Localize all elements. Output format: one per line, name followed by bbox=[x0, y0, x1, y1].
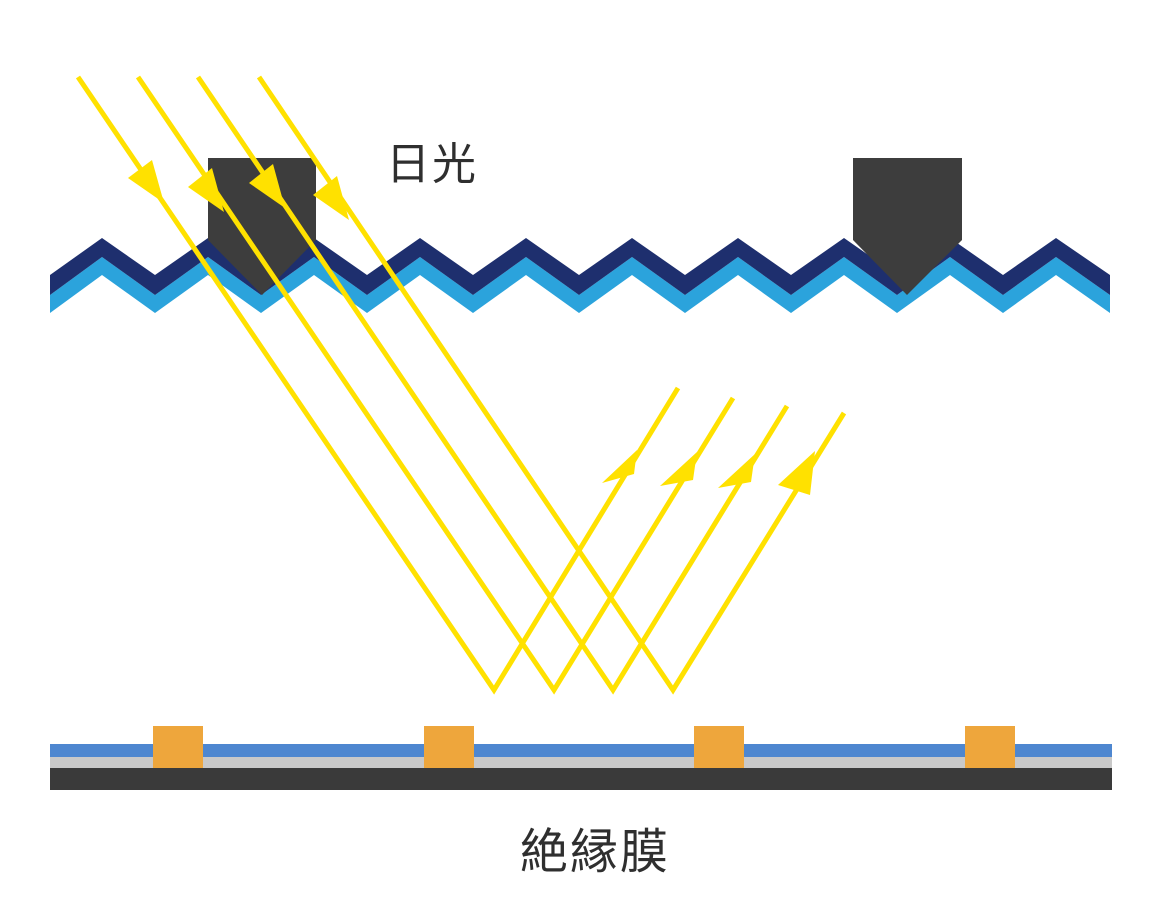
insulating-film-label: 絶縁膜 bbox=[520, 824, 671, 880]
arrowhead-up bbox=[778, 451, 815, 495]
arrowhead-down bbox=[313, 176, 349, 220]
rear-contact bbox=[965, 726, 1015, 768]
sunlight-label: 日光 bbox=[386, 139, 478, 190]
front-electrodes bbox=[208, 158, 962, 295]
light-ray bbox=[195, 75, 790, 695]
light-ray bbox=[75, 75, 681, 695]
light-rays bbox=[75, 75, 847, 695]
rear-base-layer bbox=[50, 768, 1112, 790]
rear-gray-layer bbox=[50, 757, 1112, 768]
arrowhead-down bbox=[128, 160, 164, 203]
front-electrode-left bbox=[208, 158, 316, 295]
light-ray bbox=[256, 75, 847, 695]
rear-blue-layer bbox=[50, 744, 1112, 757]
texture-bottom-band bbox=[50, 257, 1110, 313]
arrowhead-down bbox=[188, 168, 224, 212]
rear-contact bbox=[424, 726, 474, 768]
arrowhead-up bbox=[718, 454, 755, 488]
rear-contact bbox=[694, 726, 744, 768]
rear-layers bbox=[50, 726, 1112, 790]
rear-contact bbox=[153, 726, 203, 768]
arrowhead-up bbox=[602, 450, 637, 483]
front-electrode-right bbox=[853, 158, 962, 295]
light-ray bbox=[135, 75, 736, 695]
arrowhead-down bbox=[249, 164, 285, 208]
arrowhead-up bbox=[660, 452, 697, 486]
